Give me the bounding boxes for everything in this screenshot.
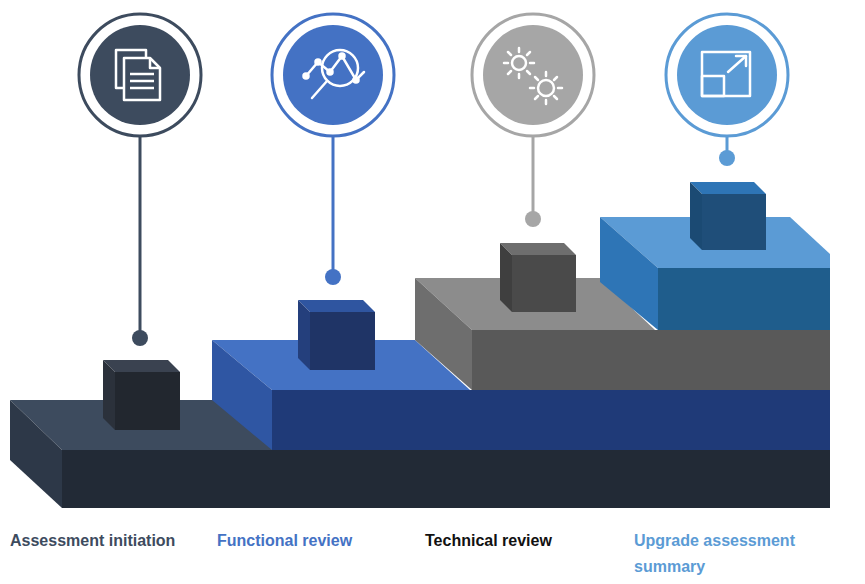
step-label: Upgrade assessment summary	[634, 528, 819, 580]
step-label: Assessment initiation	[10, 528, 175, 554]
step-label: Technical review	[425, 528, 552, 554]
step-label: Functional review	[217, 528, 352, 554]
